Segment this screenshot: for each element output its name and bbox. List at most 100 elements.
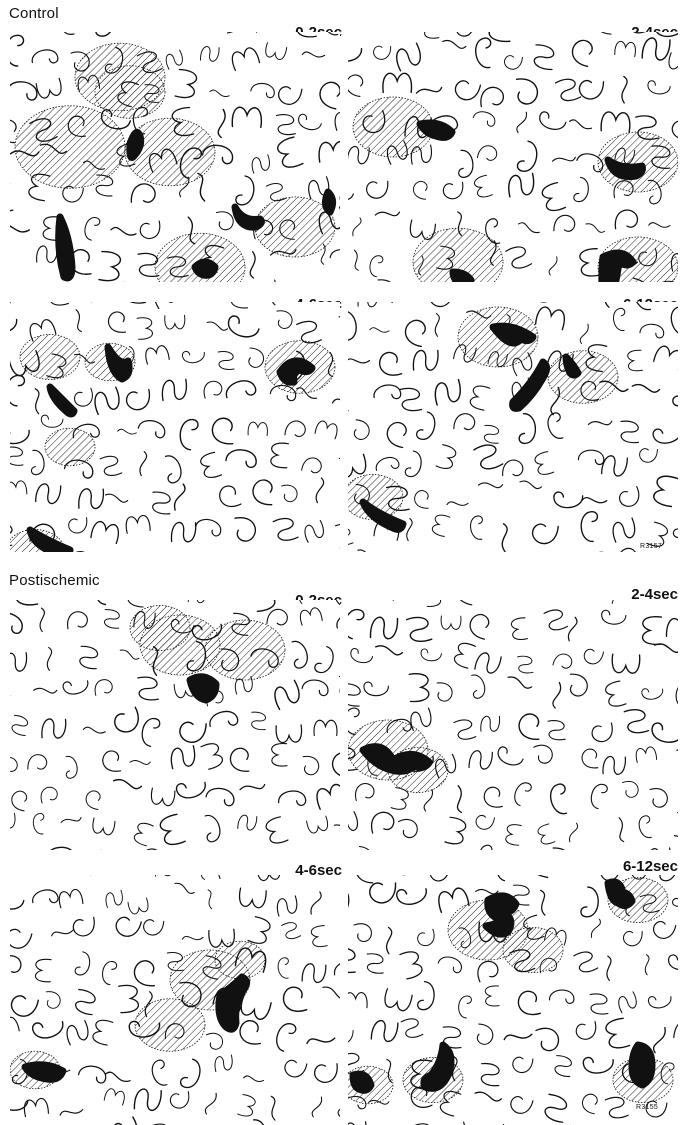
cortical-fold-line bbox=[272, 743, 287, 766]
cortical-fold-line bbox=[616, 992, 638, 1013]
cortex-map-panel bbox=[348, 302, 678, 552]
cortical-fold-line bbox=[511, 1055, 533, 1074]
cortical-fold-line bbox=[355, 846, 374, 850]
cortical-fold-line bbox=[73, 989, 99, 1016]
cortical-fold-line bbox=[351, 250, 362, 271]
cortical-fold-line bbox=[477, 844, 497, 850]
cortical-fold-line bbox=[588, 418, 612, 429]
cortical-fold-line bbox=[112, 707, 143, 735]
cortical-fold-line bbox=[61, 815, 82, 827]
cortical-fold-line bbox=[179, 1058, 203, 1090]
cortical-fold-line bbox=[202, 380, 223, 398]
cortical-fold-line bbox=[453, 641, 476, 669]
cortical-fold-line bbox=[10, 993, 39, 1020]
cortical-fold-line bbox=[188, 600, 207, 605]
cortical-fold-line bbox=[667, 53, 678, 74]
cortical-fold-line bbox=[276, 896, 298, 916]
cortical-fold-line bbox=[301, 456, 323, 475]
cortical-fold-line bbox=[409, 708, 433, 731]
cortical-fold-line bbox=[239, 1020, 260, 1045]
cortical-fold-line bbox=[354, 782, 375, 800]
cortical-fold-line bbox=[409, 673, 429, 702]
cortical-fold-line bbox=[10, 609, 25, 635]
black-focus-region bbox=[486, 896, 516, 934]
cortical-fold-line bbox=[659, 875, 678, 882]
cortical-fold-line bbox=[383, 989, 413, 1013]
cortical-fold-line bbox=[616, 546, 640, 552]
cortical-fold-line bbox=[173, 882, 195, 894]
cortical-fold-line bbox=[349, 648, 373, 665]
cortical-fold-line bbox=[348, 607, 365, 640]
cortical-fold-line bbox=[248, 1119, 268, 1125]
cortical-fold-line bbox=[402, 318, 428, 347]
cortical-fold-line bbox=[569, 674, 588, 697]
cortical-fold-line bbox=[406, 519, 412, 541]
hatched-activation-region bbox=[205, 620, 285, 680]
cortical-fold-line bbox=[436, 444, 457, 470]
cortical-fold-line bbox=[580, 511, 598, 542]
cortical-fold-line bbox=[518, 413, 536, 444]
cortical-fold-line bbox=[31, 388, 43, 414]
cortical-fold-line bbox=[421, 649, 442, 662]
cortical-fold-line bbox=[589, 994, 608, 1015]
cortical-fold-line bbox=[383, 875, 411, 876]
cortical-fold-line bbox=[311, 1096, 322, 1118]
cortical-fold-line bbox=[314, 783, 340, 810]
cortical-fold-line bbox=[647, 80, 670, 94]
cortical-fold-line bbox=[437, 955, 463, 974]
cortical-fold-line bbox=[10, 789, 29, 811]
cortical-fold-line bbox=[591, 723, 614, 743]
cortical-fold-line bbox=[668, 306, 678, 338]
cortical-fold-line bbox=[348, 812, 360, 836]
cortical-fold-line bbox=[270, 442, 288, 468]
cortical-fold-line bbox=[235, 175, 256, 206]
cortical-fold-line bbox=[348, 43, 362, 62]
cortical-fold-line bbox=[282, 483, 299, 502]
cortical-fold-line bbox=[648, 992, 673, 1010]
cortical-fold-line bbox=[411, 1121, 436, 1125]
cortical-fold-line bbox=[264, 43, 287, 61]
cortical-fold-line bbox=[105, 494, 128, 503]
cortical-fold-line bbox=[77, 646, 100, 670]
cortical-fold-line bbox=[370, 327, 389, 333]
cortical-fold-line bbox=[468, 748, 493, 772]
cortical-fold-line bbox=[103, 609, 122, 629]
cortical-fold-line bbox=[238, 1094, 257, 1118]
cortical-fold-line bbox=[348, 356, 370, 366]
cortical-fold-line bbox=[78, 1064, 107, 1083]
cortical-fold-line bbox=[579, 323, 589, 344]
cortical-fold-line bbox=[457, 600, 480, 605]
cortical-fold-line bbox=[676, 683, 678, 708]
cortical-fold-line bbox=[330, 248, 340, 264]
cortical-fold-line bbox=[517, 140, 540, 173]
cortical-fold-line bbox=[99, 251, 121, 282]
cortex-map-panel bbox=[10, 32, 340, 282]
cortical-fold-line bbox=[480, 715, 500, 734]
cortical-fold-line bbox=[512, 780, 533, 807]
cortical-fold-line bbox=[83, 727, 105, 733]
cortical-fold-line bbox=[383, 73, 412, 92]
cortical-fold-line bbox=[34, 687, 58, 695]
cortical-fold-line bbox=[334, 610, 340, 633]
cortical-fold-line bbox=[483, 786, 502, 808]
cortical-fold-line bbox=[405, 450, 423, 478]
cortical-fold-line bbox=[10, 447, 24, 466]
cortical-fold-line bbox=[468, 673, 488, 700]
cortical-fold-line bbox=[431, 513, 450, 536]
cortical-fold-line bbox=[195, 517, 223, 537]
cortical-fold-line bbox=[604, 1018, 629, 1050]
cortical-fold-line bbox=[620, 76, 630, 103]
cortex-map-panel bbox=[10, 875, 340, 1125]
cortex-map-svg bbox=[10, 32, 340, 282]
cortical-fold-line bbox=[348, 527, 353, 546]
cortical-fold-line bbox=[218, 109, 226, 137]
cortical-fold-line bbox=[212, 418, 234, 444]
cortical-fold-line bbox=[499, 523, 510, 551]
cortical-fold-line bbox=[267, 608, 289, 627]
cortical-fold-line bbox=[640, 324, 664, 338]
cortical-fold-line bbox=[226, 449, 257, 468]
cortical-fold-line bbox=[639, 447, 658, 463]
cortical-fold-line bbox=[78, 486, 104, 510]
cortical-fold-line bbox=[479, 1063, 501, 1087]
cortical-fold-line bbox=[604, 956, 614, 981]
